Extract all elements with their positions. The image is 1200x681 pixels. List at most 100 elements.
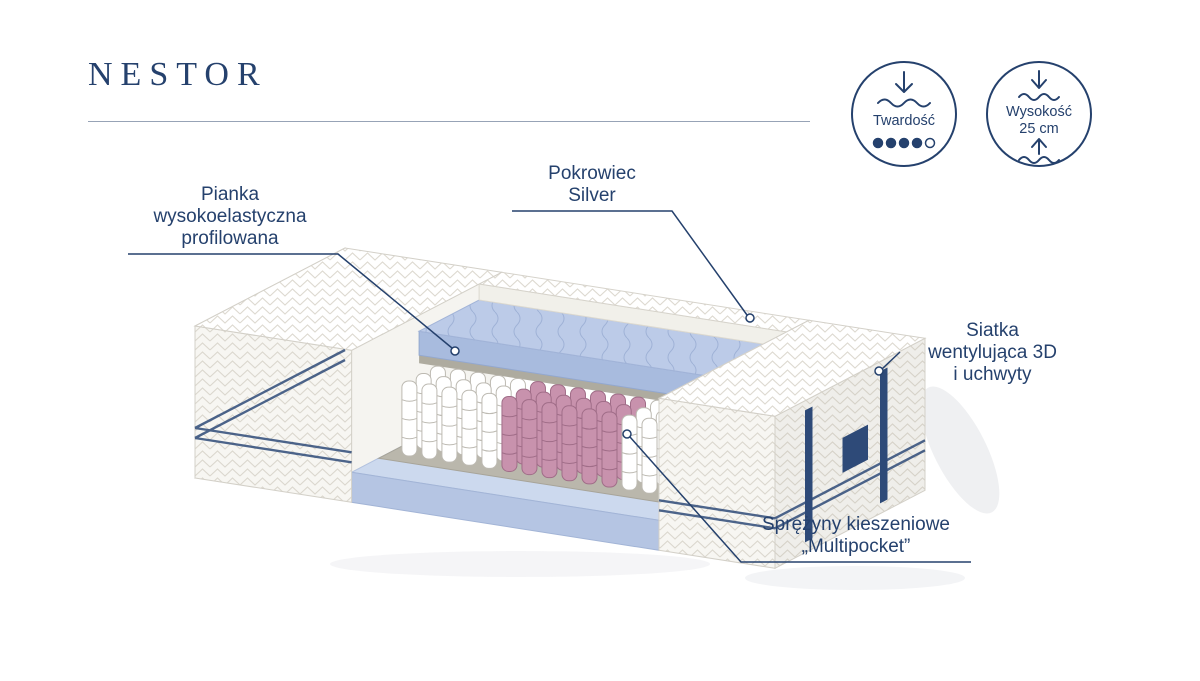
spring-segment [461, 446, 478, 449]
callout-line: profilowana [181, 228, 279, 249]
wave-icon [1018, 93, 1060, 101]
spring [401, 380, 418, 457]
spring-segment [401, 436, 418, 440]
title-divider [88, 121, 810, 122]
cover-right-top-face [657, 319, 927, 417]
spring-segment [501, 452, 518, 455]
spring-segment [601, 449, 618, 452]
handle-strap [880, 367, 888, 504]
spring-segment [481, 449, 498, 452]
spring-segment [601, 430, 618, 433]
spring-segment [601, 467, 618, 471]
handle-strap [805, 406, 813, 543]
callout-line: i uchwyty [953, 364, 1032, 385]
arrow-up-icon [1031, 138, 1047, 155]
height-value: 25 cm [1019, 121, 1059, 137]
spring-segment [421, 421, 438, 424]
cover-left-front-face [194, 325, 353, 503]
spring [561, 405, 578, 482]
callout-line: „Multipocket” [801, 536, 911, 557]
shadow [330, 551, 710, 577]
callout-line: Pianka [200, 184, 260, 205]
spring-segment [541, 420, 558, 424]
spring [541, 402, 558, 479]
spring [641, 417, 658, 494]
spring-segment [521, 417, 538, 421]
callout-pokrowiec: Pokrowiec Silver [512, 163, 672, 207]
spring-segment [621, 470, 638, 474]
spring-segment [401, 399, 418, 402]
spring [601, 411, 618, 488]
felt-front-edge [419, 355, 727, 411]
spring-segment [461, 408, 478, 412]
leader-line-siatka [881, 351, 901, 370]
spring-segment [641, 473, 658, 477]
side-band-left [194, 348, 352, 464]
cover-left-top-face [193, 247, 504, 351]
leader-dot-siatka [874, 366, 884, 376]
hardness-dot [924, 137, 936, 149]
leader-dot-sprezyny [622, 429, 632, 439]
spring-segment [521, 455, 538, 458]
mattress-illustration [193, 247, 1000, 590]
spring-segment [421, 402, 438, 405]
spring-segment [581, 445, 598, 449]
spring [441, 386, 458, 463]
spring [521, 399, 538, 476]
leader-line-sprezyny [629, 436, 971, 563]
spring-segment [441, 405, 458, 408]
hardness-dots [872, 137, 936, 149]
spring-segment [521, 436, 538, 440]
leader-dot-pianka [450, 346, 460, 356]
foam-layer-top-texture [419, 300, 787, 379]
height-label: Wysokość [1006, 104, 1072, 120]
leader-lines [128, 210, 971, 563]
spring [501, 395, 518, 472]
spring-segment [541, 458, 558, 461]
shadow [745, 566, 965, 590]
spring-segment [441, 442, 458, 446]
hardness-dot [885, 137, 897, 149]
spring-segment [461, 427, 478, 430]
hardness-dot [911, 137, 923, 149]
spring-segment [641, 436, 658, 439]
callout-line: Sprężyny kieszeniowe [762, 514, 950, 535]
spring-segment [481, 411, 498, 415]
spring-segment [561, 424, 578, 427]
leader-line-pokrowiec [512, 210, 748, 316]
spring-segment [421, 439, 438, 443]
hardness-dot [872, 137, 884, 149]
spring-segment [581, 464, 598, 468]
callout-pianka: Pianka wysokoelastyczna profilowana [118, 184, 342, 250]
spring-segment [481, 430, 498, 433]
hardness-label: Twardość [873, 113, 935, 129]
brand-label [842, 424, 868, 473]
spring-segment [441, 424, 458, 427]
spring-segment [501, 433, 518, 436]
spring-segment [621, 452, 638, 455]
spring [461, 389, 478, 466]
spring-segment [401, 417, 418, 421]
leader-dot-pokrowiec [745, 313, 755, 323]
wave-icon [1018, 156, 1060, 164]
spring [581, 408, 598, 485]
callout-line: Silver [568, 185, 616, 206]
callout-sprezyny: Sprężyny kieszeniowe „Multipocket” [716, 514, 996, 558]
side-band-right [658, 439, 926, 530]
height-badge: Wysokość 25 cm [986, 61, 1092, 167]
callout-line: Siatka [966, 320, 1019, 341]
hardness-dot [898, 137, 910, 149]
hardness-badge: Twardość [851, 61, 957, 167]
spring [421, 383, 438, 460]
arrow-down-icon [1031, 70, 1047, 89]
arrow-down-icon [895, 71, 913, 93]
page-title: NESTOR [88, 56, 268, 93]
spring [481, 392, 498, 469]
callout-line: Pokrowiec [548, 163, 636, 184]
spring [621, 414, 638, 491]
callout-line: wentylująca 3D [928, 342, 1057, 363]
shadow [920, 386, 1000, 514]
callout-line: wysokoelastyczna [153, 206, 307, 227]
